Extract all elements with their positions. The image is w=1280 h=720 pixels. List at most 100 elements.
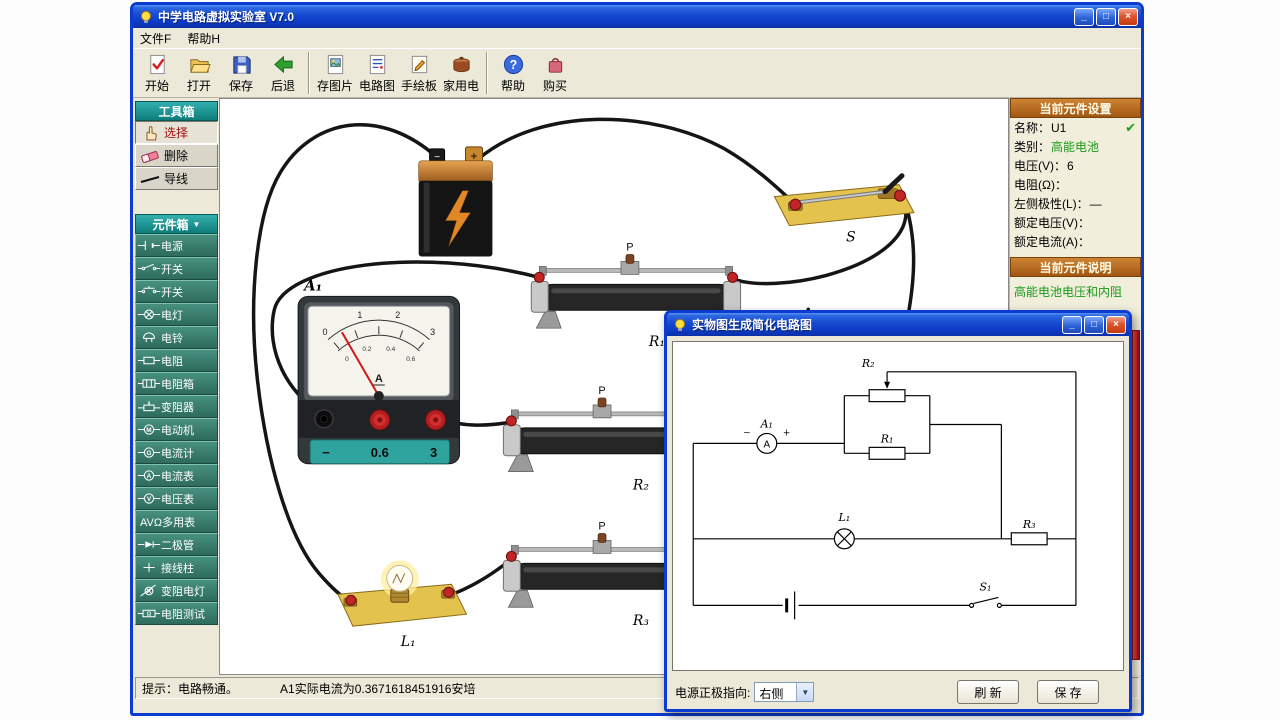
save-image-icon — [327, 54, 343, 74]
component-item-switch-push[interactable]: 开关 — [135, 280, 218, 303]
component-item-switch-knife[interactable]: 开关 — [135, 257, 218, 280]
component-item-ammeter[interactable]: A 电流表 — [135, 464, 218, 487]
svg-text:−: − — [322, 445, 330, 460]
description-header: 当前元件说明 — [1010, 257, 1141, 277]
component-item-resistance-box[interactable]: 电阻箱 — [135, 372, 218, 395]
help-button[interactable]: ? 帮助 — [492, 50, 534, 97]
component-item-diode[interactable]: 二极管 — [135, 533, 218, 556]
component-item-rheostat[interactable]: 变阻器 — [135, 395, 218, 418]
lightning-bolt-icon — [445, 190, 471, 247]
schematic-minus: − — [743, 428, 751, 438]
tool-delete[interactable]: 删除 — [135, 144, 218, 167]
component-item-power[interactable]: 电源 — [135, 234, 218, 257]
component-box-header[interactable]: 元件箱 ▼ — [135, 214, 218, 234]
motor-symbol-icon: M — [137, 424, 161, 435]
combo-dropdown-icon[interactable]: ▼ — [796, 683, 814, 701]
sketchpad-button[interactable]: 手绘板 — [398, 50, 440, 97]
svg-text:0.2: 0.2 — [362, 346, 371, 353]
open-button[interactable]: 打开 — [178, 50, 220, 97]
save-floppy-icon — [232, 55, 251, 74]
polarity-direction-label: 电源正极指向: — [675, 685, 751, 700]
component-item-binding-post[interactable]: 接线柱 — [135, 556, 218, 579]
refresh-button[interactable]: 刷 新 — [957, 680, 1019, 704]
lamp-component[interactable] — [337, 560, 468, 627]
toolbar: 开始 打开 保存 后退 存图片 电路图 — [133, 48, 1141, 98]
field-rated-voltage[interactable]: 额定电压(V)： — [1014, 216, 1090, 230]
back-button[interactable]: 后退 — [262, 50, 304, 97]
minimize-button[interactable]: _ — [1074, 7, 1094, 26]
component-item-resistor[interactable]: 电阻 — [135, 349, 218, 372]
dialog-close-button[interactable]: × — [1106, 315, 1126, 334]
menu-file[interactable]: 文件F — [140, 31, 172, 46]
buy-bag-icon — [548, 57, 562, 73]
dialog-titlebar[interactable]: 实物图生成简化电路图 _ □ × — [667, 313, 1129, 336]
maximize-button[interactable]: □ — [1096, 7, 1116, 26]
switch-handle[interactable] — [882, 173, 905, 195]
app-title: 中学电路虚拟实验室 V7.0 — [158, 10, 295, 24]
wire-line-icon — [140, 175, 160, 183]
svg-text:P: P — [598, 521, 605, 533]
component-item-voltmeter[interactable]: V 电压表 — [135, 487, 218, 510]
close-button[interactable]: × — [1118, 7, 1138, 26]
component-item-resistance-tester[interactable]: Ω 电阻测试 — [135, 602, 218, 625]
wire-path — [732, 192, 908, 286]
menubar: 文件F 帮助H — [133, 28, 1141, 48]
household-electric-button[interactable]: 家用电 — [440, 50, 482, 97]
svg-text:0.6: 0.6 — [406, 356, 415, 363]
field-left-polarity[interactable]: 左侧极性(L)：— — [1014, 196, 1102, 212]
schematic-view: A A₁ − + R₂ R₁ L₁ R₃ S₁ — [672, 341, 1124, 671]
menu-help[interactable]: 帮助H — [187, 31, 221, 46]
status-current-value: A1实际电流为0.3671618451916安培 — [280, 681, 476, 696]
dialog-bulb-icon — [675, 318, 685, 331]
app-titlebar[interactable]: 中学电路虚拟实验室 V7.0 _ □ × — [133, 5, 1141, 28]
dialog-minimize-button[interactable]: _ — [1062, 315, 1082, 334]
field-resistance[interactable]: 电阻(Ω)： — [1014, 178, 1067, 192]
bell-symbol-icon — [142, 332, 156, 343]
panel-gap — [135, 190, 218, 214]
resistance-box-symbol-icon — [137, 379, 161, 388]
save-image-button[interactable]: 存图片 — [314, 50, 356, 97]
schematic-dialog: 实物图生成简化电路图 _ □ × — [664, 310, 1132, 712]
field-voltage[interactable]: 电压(V)：6 — [1014, 158, 1074, 174]
wiper-arrow-icon — [884, 381, 891, 389]
svg-text:3: 3 — [430, 445, 437, 460]
circuit-diagram-icon — [369, 54, 385, 74]
dimmer-lamp-symbol-icon — [140, 584, 156, 597]
save-button[interactable]: 保存 — [220, 50, 262, 97]
tool-wire[interactable]: 导线 — [135, 167, 218, 190]
rheostat-r1-label: R₁ — [648, 334, 665, 350]
rheostat-r3-label: R₃ — [632, 613, 649, 629]
component-item-lamp[interactable]: 电灯 — [135, 303, 218, 326]
battery-minus-mark: − — [434, 152, 440, 163]
slider-labels: P P P — [598, 241, 633, 532]
dialog-maximize-button[interactable]: □ — [1084, 315, 1104, 334]
component-item-dimmer-lamp[interactable]: 变阻电灯 — [135, 579, 218, 602]
tool-select[interactable]: 选择 — [135, 121, 218, 144]
schematic-r2-label: R₂ — [861, 357, 875, 370]
wire-path — [270, 260, 542, 416]
battery-component[interactable]: − + — [418, 146, 493, 257]
component-item-bell[interactable]: 电铃 — [135, 326, 218, 349]
schematic-l1-label: L₁ — [838, 511, 851, 524]
circuit-diagram-button[interactable]: 电路图 — [356, 50, 398, 97]
start-button[interactable]: 开始 — [136, 50, 178, 97]
rheostat-r2-label: R₂ — [632, 478, 649, 494]
polarity-direction-select[interactable]: 右侧 ▼ — [754, 682, 815, 702]
switch-component[interactable] — [773, 173, 915, 227]
component-description: 高能电池电压和内阻 — [1014, 285, 1123, 299]
help-icon: ? — [503, 54, 523, 74]
dialog-save-button[interactable]: 保 存 — [1037, 680, 1099, 704]
component-item-galvanometer[interactable]: G 电流计 — [135, 441, 218, 464]
app-bulb-icon — [141, 10, 151, 23]
switch-label: S — [846, 230, 856, 246]
field-rated-current[interactable]: 额定电流(A)： — [1014, 235, 1090, 249]
value-slider[interactable] — [1132, 330, 1140, 660]
ammeter-component[interactable]: 0 1 2 3 0 0.2 0.4 0.6 A — [297, 295, 461, 465]
schematic-a1-label: A₁ — [760, 417, 773, 430]
component-item-multimeter[interactable]: AVΩ多用表 — [135, 510, 218, 533]
resistance-tester-symbol-icon: Ω — [137, 609, 161, 618]
wire-path — [251, 123, 441, 604]
svg-text:0: 0 — [345, 356, 349, 363]
component-item-motor[interactable]: M 电动机 — [135, 418, 218, 441]
buy-button[interactable]: 购买 — [534, 50, 576, 97]
